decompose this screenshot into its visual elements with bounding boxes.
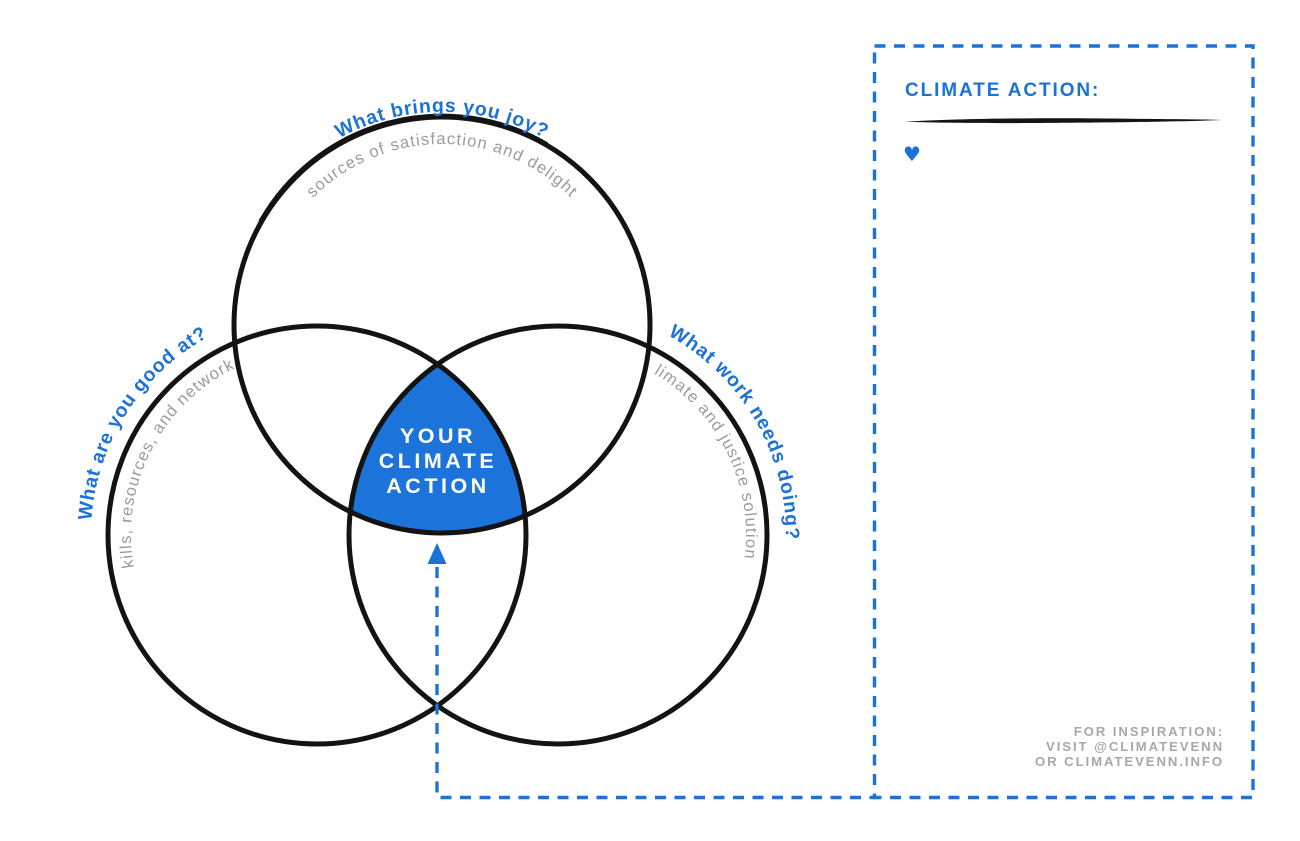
arrow-up-icon <box>427 543 447 564</box>
center-label-line3: ACTION <box>386 474 489 498</box>
work-circle <box>346 323 770 747</box>
good-at-circle <box>105 323 529 747</box>
good-at-circle-accent-stroke <box>108 569 283 743</box>
panel-footer-line3: OR CLIMATEVENN.INFO <box>1035 754 1224 769</box>
center-label-line2: CLIMATE <box>379 449 497 473</box>
joy-circle-accent-stroke <box>258 113 548 222</box>
center-label-line1: YOUR <box>400 424 476 448</box>
heart-icon: ♥ <box>903 142 921 166</box>
panel-footer-line2: VISIT @CLIMATEVENN <box>1046 739 1224 754</box>
write-in-line <box>905 118 1222 124</box>
panel-dashed-border <box>872 44 1255 800</box>
work-circle-accent-stroke <box>593 462 769 743</box>
panel-title: CLIMATE ACTION: <box>905 80 1100 101</box>
joy-circle <box>231 114 653 536</box>
panel-footer-line1: FOR INSPIRATION: <box>1074 724 1224 739</box>
connector-dashed-line <box>435 567 875 800</box>
work-question-label: What work needs doing? <box>665 320 803 540</box>
good-at-subtitle-label: skills, resources, and networks <box>0 0 237 569</box>
